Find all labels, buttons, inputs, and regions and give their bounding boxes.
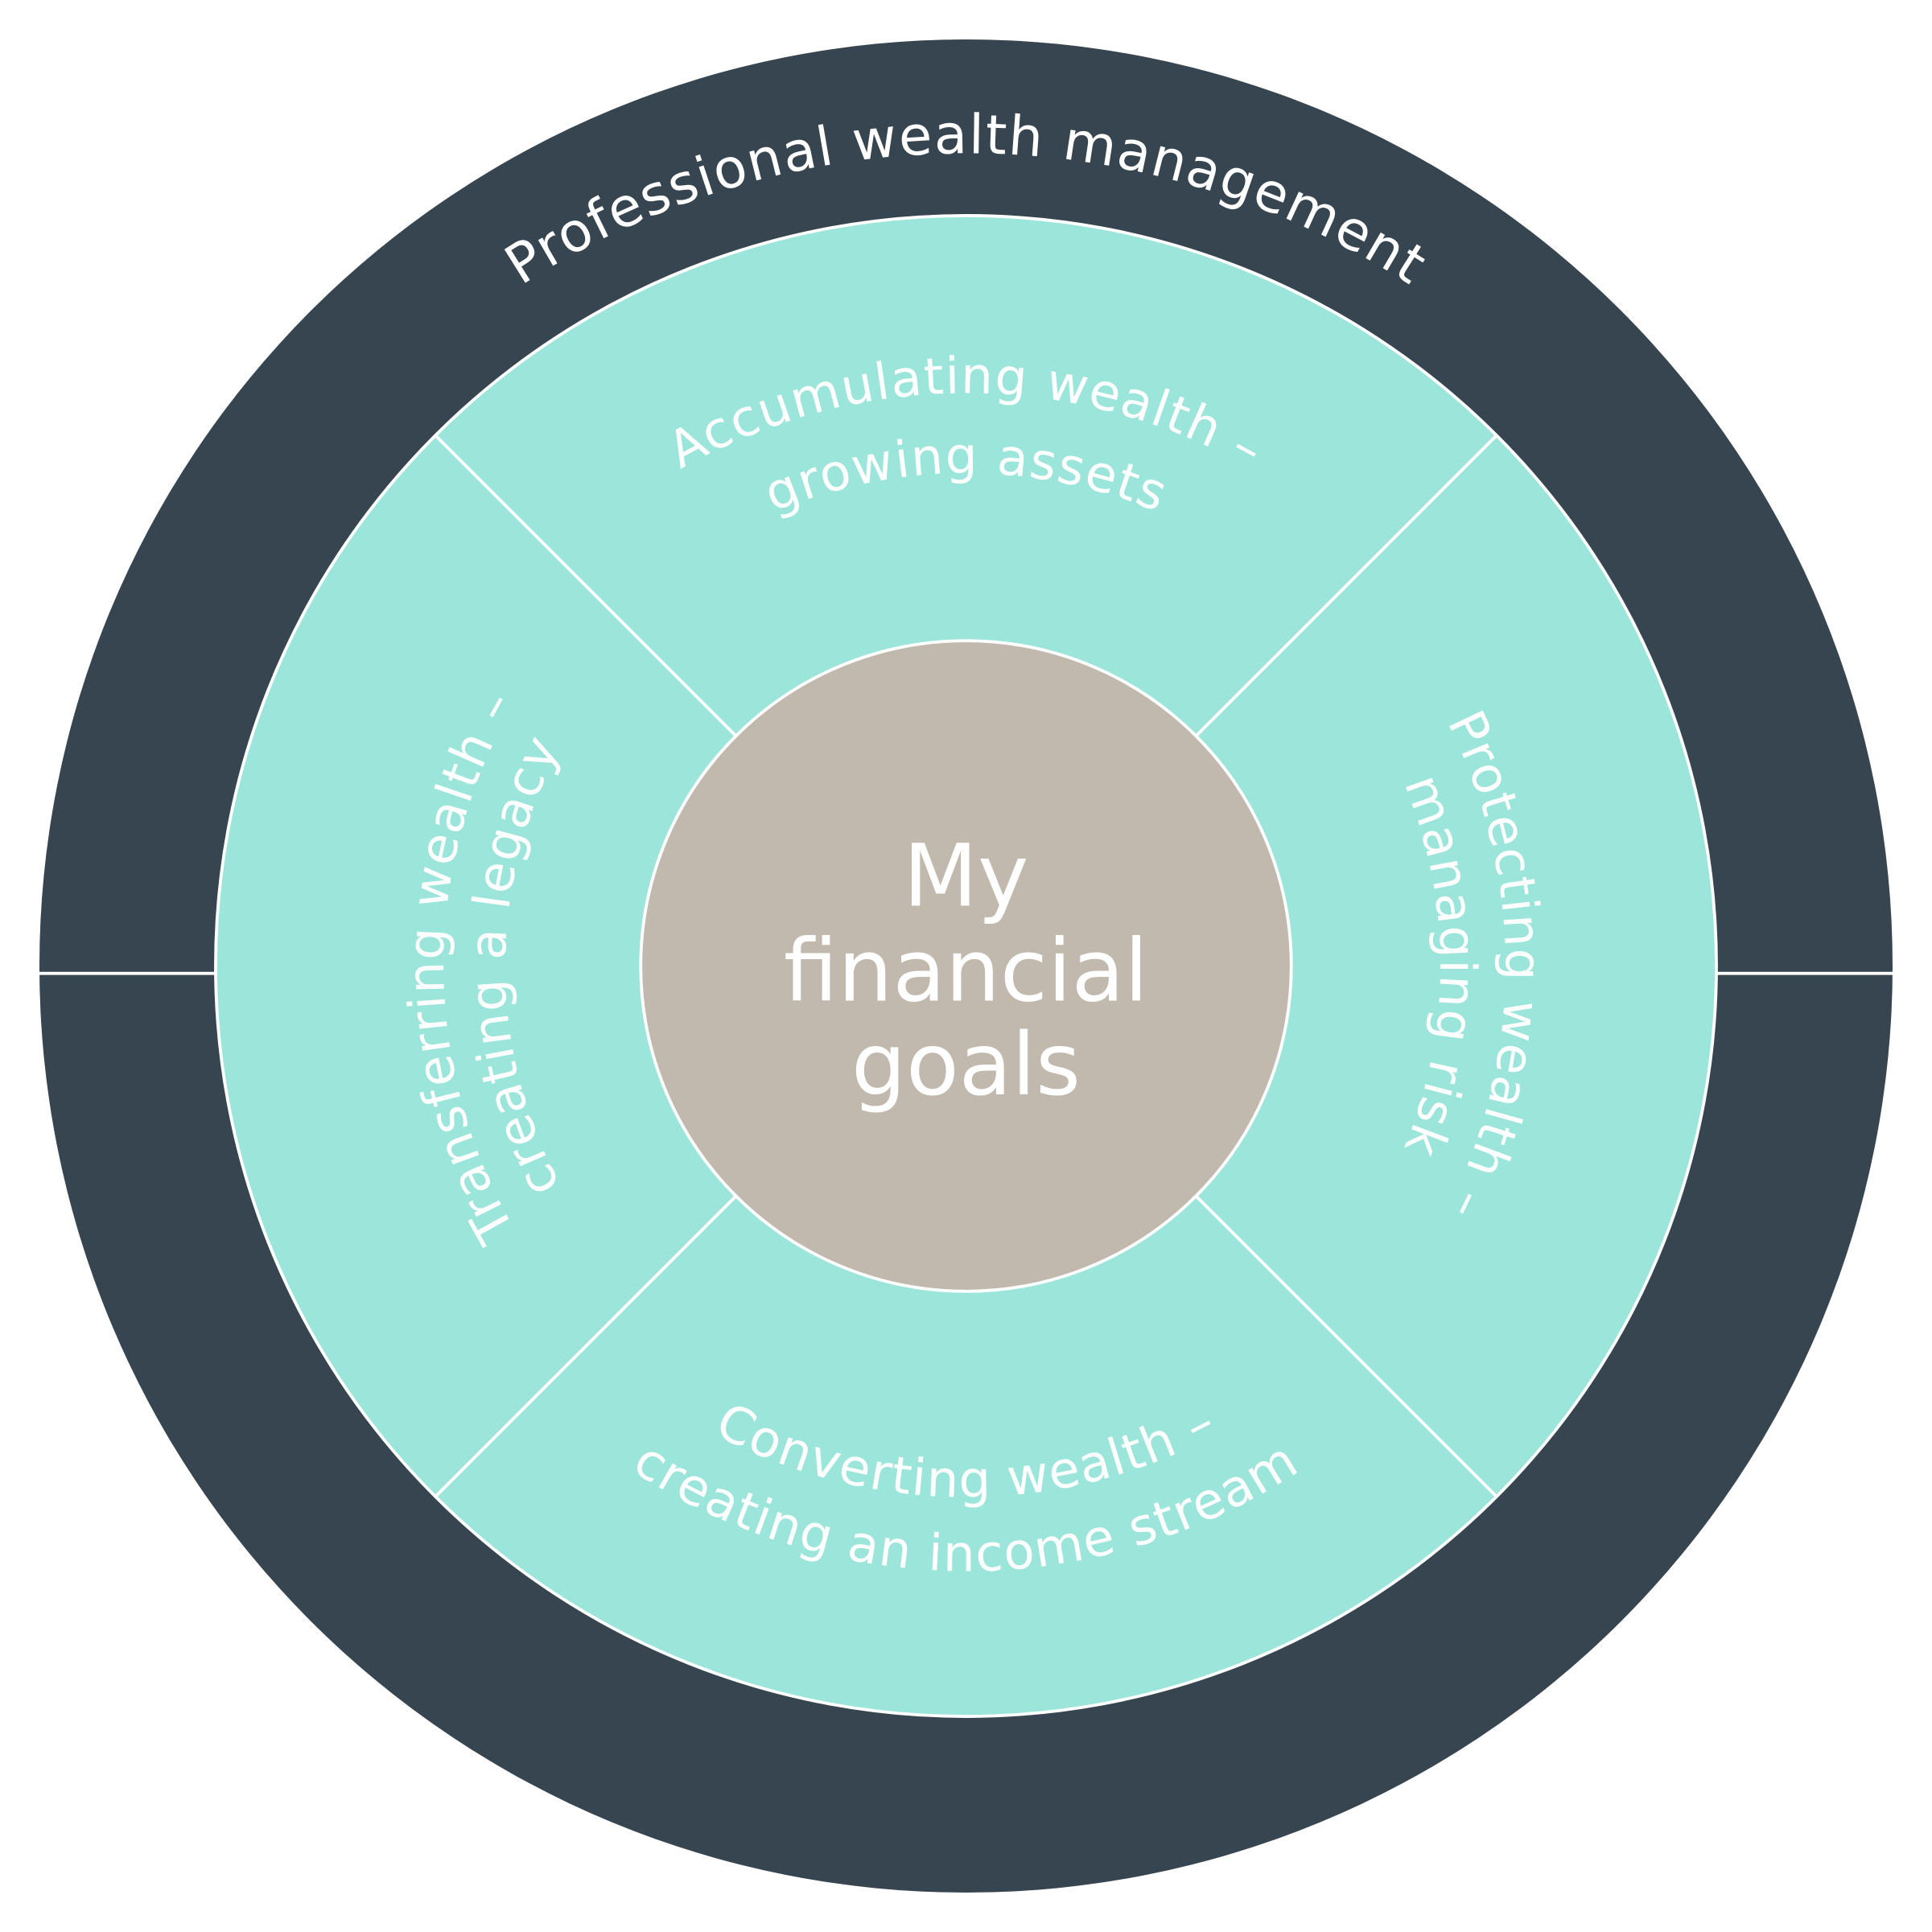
segment-divider-sw — [434, 1195, 737, 1498]
segment-divider-se — [1195, 1195, 1498, 1498]
center-title-line1: My — [904, 826, 1029, 926]
center-circle — [639, 639, 1293, 1293]
segment-divider-ne — [1195, 434, 1498, 737]
center-title-line2: financial — [784, 921, 1148, 1021]
center-title-line3: goals — [851, 1015, 1081, 1115]
segment-divider-nw — [434, 434, 737, 737]
